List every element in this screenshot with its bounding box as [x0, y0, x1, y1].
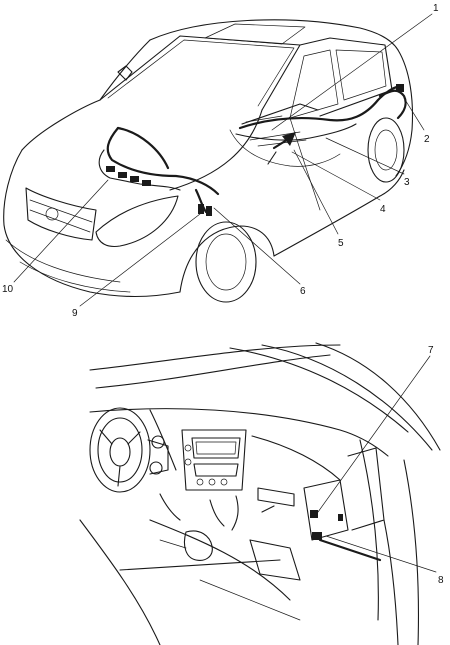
callout-10: 10 — [2, 284, 14, 295]
interior-illustration — [79, 342, 441, 645]
callout-5: 5 — [338, 238, 344, 249]
callout-4: 4 — [380, 204, 386, 215]
callout-7: 7 — [428, 345, 434, 356]
car-illustration — [3, 19, 414, 303]
callout-1: 1 — [433, 3, 439, 14]
leader-lines — [13, 13, 437, 573]
callout-2: 2 — [424, 134, 430, 145]
wiring-harness-top — [98, 84, 407, 216]
callout-9: 9 — [72, 308, 78, 319]
callout-labels: 1 2 3 4 5 6 7 8 9 10 — [2, 3, 444, 586]
callout-6: 6 — [300, 286, 306, 297]
callout-3: 3 — [404, 177, 410, 188]
callout-8: 8 — [438, 575, 444, 586]
